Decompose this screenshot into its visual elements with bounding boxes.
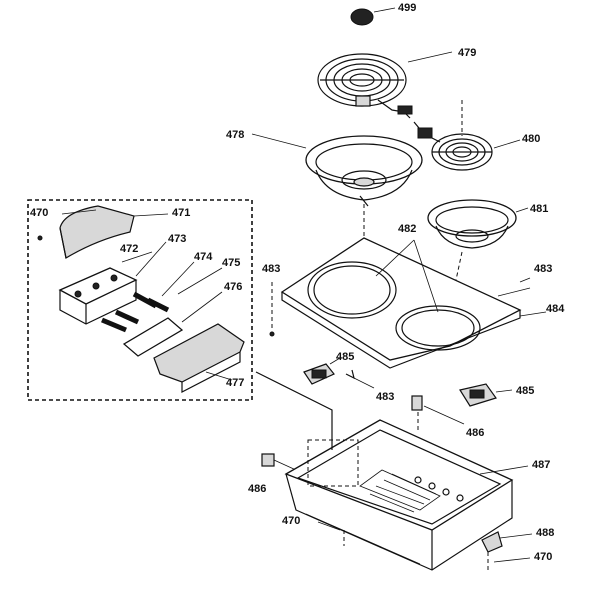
part-479-large-surface-element [317, 51, 453, 119]
part-486-clip-right [411, 395, 465, 430]
label-483-right: 483 [534, 263, 552, 275]
label-471: 471 [172, 207, 190, 219]
part-481-drip-pan-small [427, 199, 529, 249]
label-476: 476 [224, 281, 242, 293]
label-478: 478 [226, 129, 244, 141]
label-486-left: 486 [248, 483, 266, 495]
part-480-small-surface-element [413, 100, 521, 171]
part-470-leader [493, 557, 531, 563]
label-487: 487 [532, 459, 550, 471]
label-485-right: 485 [516, 385, 534, 397]
label-477: 477 [226, 377, 244, 389]
label-483-left: 483 [262, 263, 280, 275]
wire-lead [255, 371, 333, 450]
label-484: 484 [546, 303, 565, 315]
label-472: 472 [120, 243, 138, 255]
label-479: 479 [458, 47, 476, 59]
part-499-knob [350, 7, 396, 26]
label-486-right: 486 [466, 427, 484, 439]
part-488-bracket [481, 531, 533, 570]
label-474: 474 [194, 251, 213, 263]
label-483-center: 483 [376, 391, 394, 403]
label-470-bottom: 470 [282, 515, 300, 527]
label-499: 499 [398, 2, 416, 14]
label-480: 480 [522, 133, 540, 145]
label-473: 473 [168, 233, 186, 245]
label-470-right: 470 [534, 551, 552, 563]
part-486-clip-left [261, 453, 297, 471]
label-482: 482 [398, 223, 416, 235]
part-483-screws [269, 277, 531, 389]
part-478-drip-pan-large [251, 133, 423, 207]
part-487-burner-box [284, 419, 529, 571]
label-485-left: 485 [336, 351, 354, 363]
part-485-bracket-right [459, 383, 513, 407]
label-470-inset: 470 [30, 207, 48, 219]
switch-assembly-inset [27, 199, 253, 401]
label-481: 481 [530, 203, 548, 215]
part-470-leader [317, 521, 341, 531]
part-485-bracket-left [303, 357, 341, 385]
label-488: 488 [536, 527, 554, 539]
part-484-cooktop [280, 237, 547, 369]
label-475: 475 [222, 257, 240, 269]
